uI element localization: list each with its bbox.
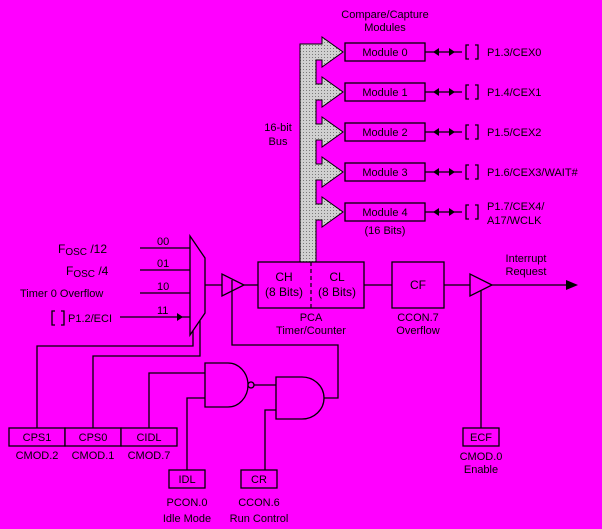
nand-bubble (247, 381, 255, 389)
module-4-pin-line2: A17/WCLK (487, 215, 542, 227)
timer0-overflow-label: Timer 0 Overflow (20, 288, 103, 300)
module-3-pin: P1.6/CEX3/WAIT# (487, 167, 579, 179)
nand-gate (204, 362, 249, 408)
module-2-pin: P1.5/CEX2 (487, 127, 541, 139)
module-1-label: Module 1 (362, 87, 407, 99)
cps1-label: CPS1 (23, 432, 52, 444)
cf-label: CF (410, 278, 426, 292)
cps0-caption: CMOD.1 (72, 450, 115, 462)
and-gate (275, 376, 325, 420)
pca-ch-label: CH (275, 270, 292, 284)
cidl-label: CIDL (136, 432, 161, 444)
module-3: Module 3 P1.6/CEX3/WAIT# (344, 162, 579, 182)
mux-input-fosc-12: FOSC /12 00 (58, 236, 190, 258)
module-4-note: (16 Bits) (365, 225, 406, 237)
module-4-label: Module 4 (362, 207, 407, 219)
interrupt-label-line1: Interrupt (506, 253, 547, 265)
module-1: Module 1 P1.4/CEX1 (344, 82, 541, 102)
module-3-label: Module 3 (362, 167, 407, 179)
interrupt-label-line2: Request (506, 266, 547, 278)
mux-code-11: 11 (157, 305, 168, 317)
idl-caption2: Idle Mode (163, 513, 211, 525)
bus-label-line2: Bus (269, 136, 288, 148)
pca-cl-label: CL (329, 270, 345, 284)
module-4-pin: P1.7/CEX4/ (487, 201, 545, 213)
pca-timer-counter: CH (8 Bits) CL (8 Bits) PCA Timer/Counte… (257, 261, 365, 337)
pca-caption2: Timer/Counter (276, 325, 346, 337)
cr-caption1: CCON.6 (238, 497, 280, 509)
pca-caption1: PCA (300, 312, 323, 324)
mux-code-01: 01 (157, 258, 169, 270)
cf-flag: CF CCON.7 Overflow (391, 261, 445, 337)
module-0-pin: P1.3/CEX0 (487, 47, 541, 59)
interrupt-arrow (566, 280, 578, 290)
ecf-caption1: CMOD.0 (460, 451, 503, 463)
cf-caption2: Overflow (396, 325, 439, 337)
gate-buffer (221, 272, 246, 298)
cf-caption1: CCON.7 (397, 312, 439, 324)
mux-code-10: 10 (157, 281, 169, 293)
mux-input-p12-eci: P1.2/ECI 11 (51, 305, 190, 326)
idl-bit: IDL PCON.0 Idle Mode (163, 469, 211, 525)
cr-bit: CR CCON.6 Run Control (230, 469, 289, 525)
mux-code-00: 00 (157, 236, 169, 248)
mux-input-fosc-4: FOSC /4 01 (66, 258, 190, 280)
svg-text:FOSC /12: FOSC /12 (58, 242, 107, 258)
module-2: Module 2 P1.5/CEX2 (344, 122, 541, 142)
ecf-label: ECF (470, 432, 492, 444)
mux-input-timer0-overflow: Timer 0 Overflow 10 (20, 281, 190, 300)
module-1-pin: P1.4/CEX1 (487, 87, 541, 99)
svg-text:FOSC /4: FOSC /4 (66, 264, 109, 280)
ecf-caption2: Enable (464, 464, 498, 476)
clock-mux (189, 233, 206, 338)
ecf-bit: ECF CMOD.0 Enable (460, 427, 503, 476)
cps0-label: CPS0 (79, 432, 108, 444)
bus-16bit (299, 36, 344, 263)
pca-ch-bits: (8 Bits) (265, 285, 303, 299)
pca-cl-bits: (8 Bits) (318, 285, 356, 299)
p12-eci-label: P1.2/ECI (68, 313, 112, 325)
cmod-bits: CPS1 CPS0 CIDL CMOD.2 CMOD.1 CMOD.7 (8, 427, 178, 462)
bus-label-line1: 16-bit (264, 122, 292, 134)
cps1-caption: CMOD.2 (16, 450, 59, 462)
cidl-caption: CMOD.7 (128, 450, 171, 462)
module-4: Module 4 (16 Bits) P1.7/CEX4/ A17/WCLK (344, 201, 545, 237)
module-0: Module 0 P1.3/CEX0 (344, 42, 541, 62)
idl-label: IDL (178, 474, 195, 486)
idl-caption1: PCON.0 (167, 497, 208, 509)
header-title-line2: Modules (364, 22, 406, 34)
module-2-label: Module 2 (362, 127, 407, 139)
module-0-label: Module 0 (362, 47, 407, 59)
header-title-line1: Compare/Capture (341, 9, 428, 21)
cr-label: CR (251, 474, 267, 486)
cr-caption2: Run Control (230, 513, 289, 525)
